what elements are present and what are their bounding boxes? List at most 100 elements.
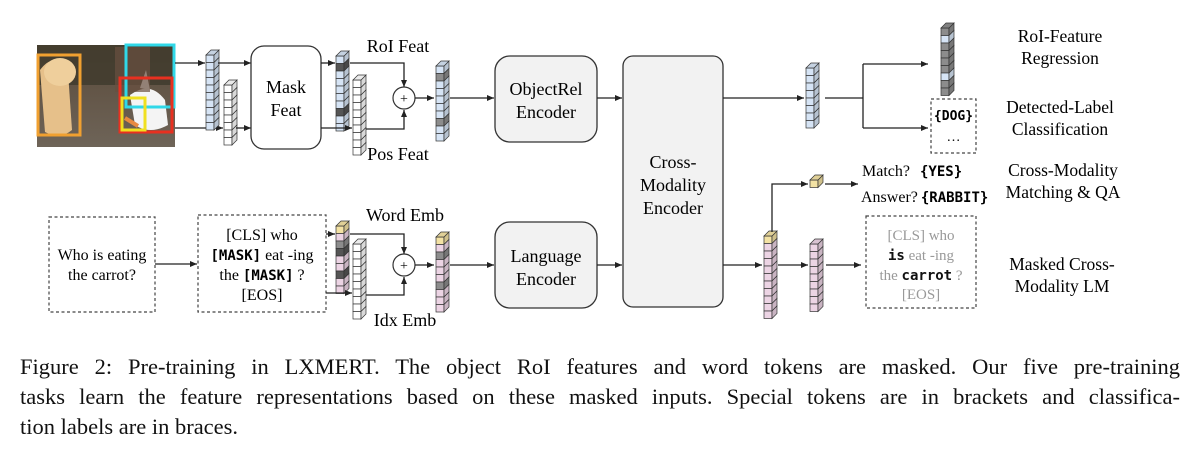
- carrot-bbox: [120, 96, 147, 132]
- roi-regression-column-top: [940, 22, 955, 29]
- lm-prediction-column-cell: [809, 296, 819, 305]
- vision-input-column-cell: [435, 133, 445, 142]
- vision-output-column: [805, 62, 820, 129]
- out-token-question-mark: ?: [952, 268, 963, 284]
- word-emb-column-top: [335, 220, 350, 227]
- position-feature-column-cell: [223, 114, 233, 123]
- plus-symbol-visual: +: [400, 92, 408, 107]
- idx-emb-column-cell: [352, 243, 362, 252]
- question-line-1: Who is eating: [58, 247, 147, 264]
- pos-feat-column-cell: [352, 124, 362, 133]
- out-token-line-1: [CLS] who: [887, 228, 954, 244]
- pos-feat-column: [352, 74, 367, 156]
- match-question: Match?: [862, 163, 910, 180]
- vision-input-column-top: [435, 60, 450, 67]
- roi-regression-column-cell: [940, 35, 950, 44]
- figure-caption: Figure 2: Pre-training in LXMERT. The ob…: [20, 352, 1180, 442]
- vision-input-column-cell: [435, 118, 445, 127]
- cross-modality-encoder: Cross- Modality Encoder: [622, 55, 724, 308]
- language-input-column-cell: [435, 251, 445, 260]
- language-output-column-cell: [763, 280, 773, 289]
- pos-feat-column-cell: [352, 109, 362, 118]
- cross-encoder-label-3: Encoder: [643, 198, 703, 218]
- mask-feat-label-1: Mask: [266, 77, 306, 97]
- cls-matching-cube-top: [809, 174, 824, 181]
- word-emb-column-cell: [335, 270, 345, 279]
- language-input-column-cell: [435, 281, 445, 290]
- vision-input-column-cell: [435, 80, 445, 89]
- visual-feature-column-top: [205, 49, 220, 56]
- position-feature-column-cell-side: [231, 131, 238, 146]
- caption-line-1: Figure 2: Pre-training in LXMERT. The ob…: [20, 354, 1180, 379]
- vision-input-column-cell: [435, 103, 445, 112]
- visual-feature-column-cell: [205, 84, 215, 93]
- idx-emb-column-cell: [352, 311, 362, 320]
- token-line-3: the [MASK] ?: [219, 267, 304, 284]
- visual-feature-column-cell-side: [213, 116, 220, 131]
- cls-matching-cube-cell: [809, 179, 819, 188]
- match-answer: {YES}: [920, 164, 962, 180]
- vision-output-column-cell: [805, 90, 815, 99]
- lm-prediction-column-cell: [809, 243, 819, 252]
- out-token-line-4: [EOS]: [902, 287, 940, 303]
- idx-emb-column-cell: [352, 251, 362, 260]
- label-ellipsis: …: [947, 130, 961, 145]
- visual-feature-column-cell: [205, 92, 215, 101]
- roi-regression-column-cell: [940, 72, 950, 81]
- position-feature-column-cell: [223, 107, 233, 116]
- word-emb-column-cell: [335, 240, 345, 249]
- rabbit-bbox: [118, 76, 174, 134]
- vision-input-column: [435, 60, 450, 142]
- pos-feat-column-top: [352, 74, 367, 81]
- language-output-column-cell: [763, 235, 773, 244]
- position-feature-column-cell: [223, 92, 233, 101]
- pos-feat-column-cell: [352, 79, 362, 88]
- language-encoder-label-2: Encoder: [516, 269, 576, 289]
- answer-value: {RABBIT}: [921, 190, 988, 206]
- roi-regression-column-cell: [940, 80, 950, 89]
- language-output-column-cell: [763, 303, 773, 312]
- idx-emb-column-cell: [352, 281, 362, 290]
- pos-feat-label: Pos Feat: [367, 144, 429, 164]
- mask-token-2: [MASK]: [243, 268, 294, 284]
- idx-emb-column-cell: [352, 258, 362, 267]
- question-line-2: the carrot?: [68, 267, 136, 284]
- language-output-column-cell: [763, 273, 773, 282]
- input-image: [36, 43, 176, 147]
- cls-matching-cube: [809, 174, 824, 189]
- roi-regression-column-cell: [940, 87, 950, 96]
- vision-input-column-cell: [435, 110, 445, 119]
- lm-prediction-column-cell: [809, 251, 819, 260]
- visual-feature-column-cell: [205, 54, 215, 63]
- visual-feature-column-cell: [205, 107, 215, 116]
- plus-symbol-language: +: [400, 259, 408, 274]
- idx-emb-column-cell: [352, 273, 362, 282]
- pos-feat-column-cell-side: [360, 141, 367, 156]
- lm-prediction-column-cell: [809, 266, 819, 275]
- vision-input-column-cell: [435, 125, 445, 134]
- word-emb-column-cell: [335, 278, 345, 287]
- language-output-column-cell: [763, 310, 773, 319]
- task-label-classification-1: Detected-Label: [1006, 97, 1114, 117]
- language-output-column-cell: [763, 265, 773, 274]
- idx-emb-column-cell: [352, 303, 362, 312]
- visual-feature-column-cell: [205, 69, 215, 78]
- lm-prediction-column-cell: [809, 281, 819, 290]
- token-question-mark: ?: [294, 267, 305, 284]
- lm-prediction-column-cell: [809, 273, 819, 282]
- task-matching-qa-2: Matching & QA: [1006, 182, 1121, 202]
- word-emb-column-cell: [335, 255, 345, 264]
- mask-token-1: [MASK]: [211, 248, 262, 264]
- roi-feat-masked-column-cell: [335, 78, 345, 87]
- pos-feat-column-cell: [352, 147, 362, 156]
- language-input-column-cell: [435, 289, 445, 298]
- vision-output-column-top: [805, 62, 820, 69]
- idx-emb-label: Idx Emb: [374, 310, 437, 330]
- pos-feat-column-cell: [352, 102, 362, 111]
- roi-feat-masked-column-top: [335, 50, 350, 57]
- caption-line-3: tion labels are in braces.: [20, 414, 239, 439]
- objectrel-encoder-label-1: ObjectRel: [510, 79, 583, 99]
- visual-feature-column-cell: [205, 62, 215, 71]
- vision-input-column-cell: [435, 95, 445, 104]
- vision-input-column-cell: [435, 88, 445, 97]
